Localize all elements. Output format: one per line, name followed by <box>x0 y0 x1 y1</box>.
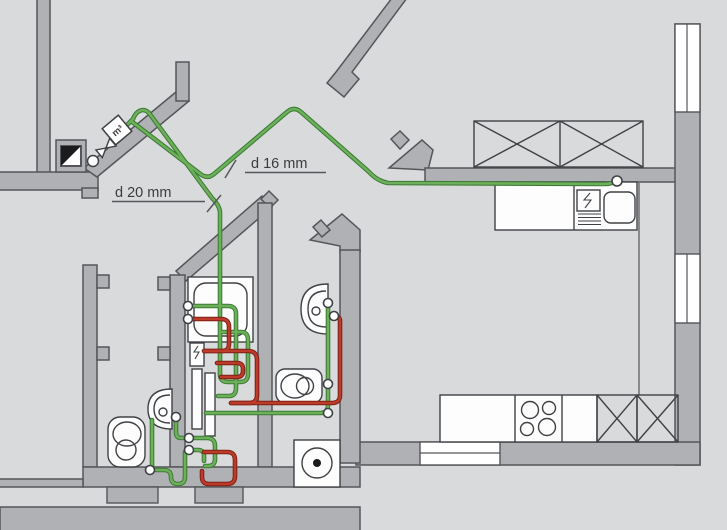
connection-point-bathtub-hot <box>182 313 194 325</box>
wall-wc-right-vertical <box>339 249 361 464</box>
connection-point-left-basin <box>170 411 182 423</box>
connection-point-wall-cold-1 <box>183 432 195 444</box>
connection-point-kitchen-sink <box>611 175 623 187</box>
washing-machine <box>293 439 341 488</box>
shut-off-valve-handle-icon <box>86 154 100 168</box>
wall-meter-stub <box>175 61 190 102</box>
wall-bathroom-separating <box>257 202 273 468</box>
threshold-left-1 <box>106 486 159 504</box>
toilet-wc <box>275 368 323 404</box>
wall-bottom-right <box>355 441 701 466</box>
wall-wc-door-jamb <box>311 218 332 239</box>
riser-shaft-triangle <box>61 146 81 166</box>
connection-point-bathtub-cold <box>182 300 194 312</box>
wardrobe-bottom-right <box>596 394 679 443</box>
tick-d16 <box>224 159 237 179</box>
towel-rail-bar-1 <box>191 368 203 430</box>
towel-rail-bar-2 <box>204 372 216 437</box>
wall-corridor-left-jamb-1 <box>96 274 110 289</box>
kitchen-lower-counter <box>439 394 598 443</box>
wall-corridor-right-jamb-2 <box>157 346 171 361</box>
wall-left-step <box>81 187 99 199</box>
connection-point-wc-toilet <box>322 378 334 390</box>
kitchen-upper-cabinets <box>473 120 644 168</box>
wall-kitchen-diagonal <box>387 139 434 171</box>
wall-corridor-right-jamb-1 <box>157 276 171 291</box>
stove-burners-icon <box>519 400 557 437</box>
tick-d20 <box>206 194 222 213</box>
label-d20: d 20 mm <box>115 185 171 201</box>
washbasin-wc <box>300 283 329 335</box>
wall-details <box>60 23 701 504</box>
wall-kitchen-horizontal <box>424 167 677 183</box>
connection-point-wc-basin-hot <box>328 310 340 322</box>
water-meter-icon: m³ <box>101 114 133 146</box>
dishwasher-grille-icon <box>578 213 601 226</box>
wall-left-room-sill <box>0 478 84 488</box>
kitchen-sink <box>603 191 636 224</box>
connection-point-wc-basin-cold <box>322 297 334 309</box>
wall-top-left-vertical <box>36 0 51 177</box>
connection-point-wc-corner <box>322 407 334 419</box>
label-d16: d 16 mm <box>251 156 307 172</box>
connection-point-left-toilet <box>144 464 156 476</box>
threshold-left-2 <box>194 486 244 504</box>
wall-bottom-exterior <box>0 506 361 530</box>
dishwasher-lightning-icon <box>582 192 593 209</box>
water-heater-lightning-icon <box>192 345 200 360</box>
wall-hall-upper-diagonal <box>325 0 407 99</box>
wall-corridor-left-jamb-2 <box>96 346 110 361</box>
connection-point-wall-cold-2 <box>183 444 195 456</box>
wall-corridor-left <box>82 264 98 468</box>
wall-left-horizontal <box>0 171 99 191</box>
water-meter-assembly: m³ <box>86 114 133 168</box>
toilet-left <box>107 416 146 468</box>
dimension-annotations: d 16 mm d 20 mm <box>112 156 326 213</box>
wall-kitchen-door-jamb <box>389 129 411 151</box>
connection-points <box>144 175 623 476</box>
